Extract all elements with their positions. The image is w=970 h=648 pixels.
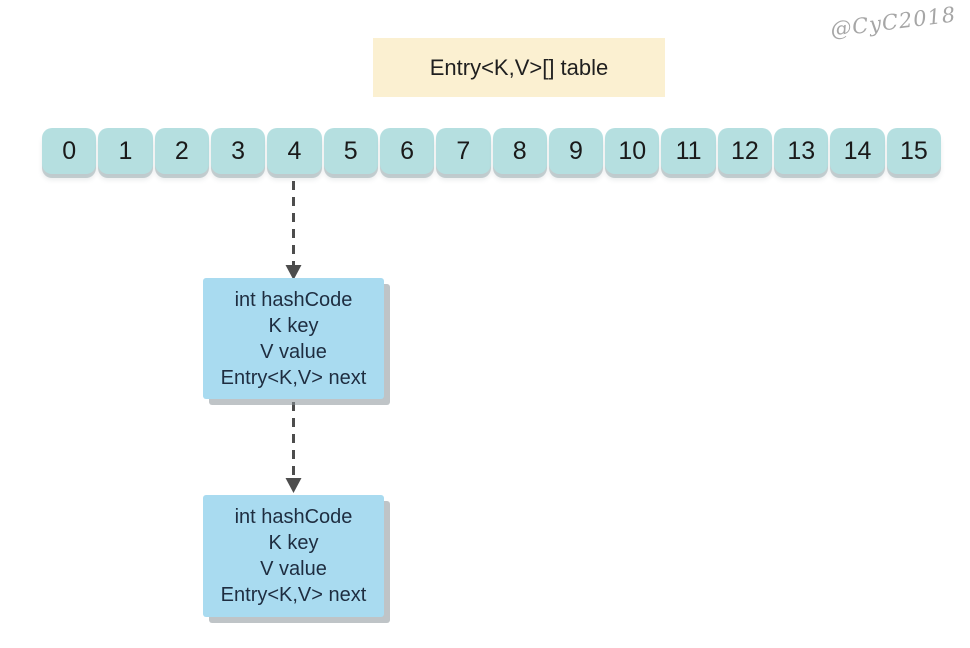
bucket-cell-15: 15 [886,128,941,174]
bucket-index-label: 14 [843,136,872,165]
bucket-cell-3: 3 [210,128,266,174]
bucket-cell-5: 5 [323,128,378,174]
bucket-index-label: 4 [287,136,302,165]
bucket-cell-13: 13 [774,128,829,174]
bucket-index-label: 8 [512,136,527,165]
arrow-node1-to-node2-head [285,478,302,493]
bucket-index-label: 11 [675,136,702,165]
entry-node-field: K key [268,532,319,554]
bucket-cell-12: 12 [717,128,773,174]
entry-node-field: int hashCode [234,288,353,311]
entry-node-field: V value [260,558,327,580]
bucket-index-label: 5 [343,136,358,165]
entry-node-1: int hashCode K key V value Entry<K,V> ne… [203,278,384,399]
bucket-cell-14: 14 [830,128,885,174]
table-title-box: Entry<K,V>[] table [373,38,665,97]
entry-node-field: V value [260,340,327,363]
watermark: @CyC2018 [828,2,957,42]
entry-node-2: int hashCode K key V value Entry<K,V> ne… [203,495,384,617]
bucket-index-label: 9 [569,136,583,165]
bucket-cell-0: 0 [42,128,97,174]
bucket-index-label: 7 [456,136,471,165]
entry-node-field: K key [268,314,319,337]
bucket-cell-6: 6 [379,128,435,174]
bucket-index-label: 1 [118,136,133,165]
bucket-index-label: 2 [174,136,189,165]
bucket-array: 0 1 2 3 4 5 6 7 8 9 10 11 12 13 14 15 [42,128,941,174]
bucket-cell-7: 7 [436,128,491,174]
bucket-cell-8: 8 [492,128,547,174]
bucket-cell-11: 11 [661,128,716,174]
bucket-index-label: 13 [787,136,816,165]
entry-node-field: int hashCode [234,506,353,528]
bucket-cell-4: 4 [267,128,322,174]
entry-node-field: Entry<K,V> next [220,366,367,389]
table-title-label: Entry<K,V>[] table [429,54,609,80]
bucket-cell-9: 9 [548,128,604,174]
bucket-index-label: 15 [899,136,928,165]
bucket-index-label: 0 [62,136,77,165]
bucket-cell-1: 1 [98,128,153,174]
entry-node-field: Entry<K,V> next [220,584,367,606]
bucket-index-label: 3 [231,136,246,165]
bucket-index-label: 10 [618,136,647,165]
bucket-index-label: 12 [731,136,759,165]
bucket-cell-2: 2 [154,128,209,174]
bucket-index-label: 6 [400,136,414,165]
bucket-cell-10: 10 [605,128,660,174]
